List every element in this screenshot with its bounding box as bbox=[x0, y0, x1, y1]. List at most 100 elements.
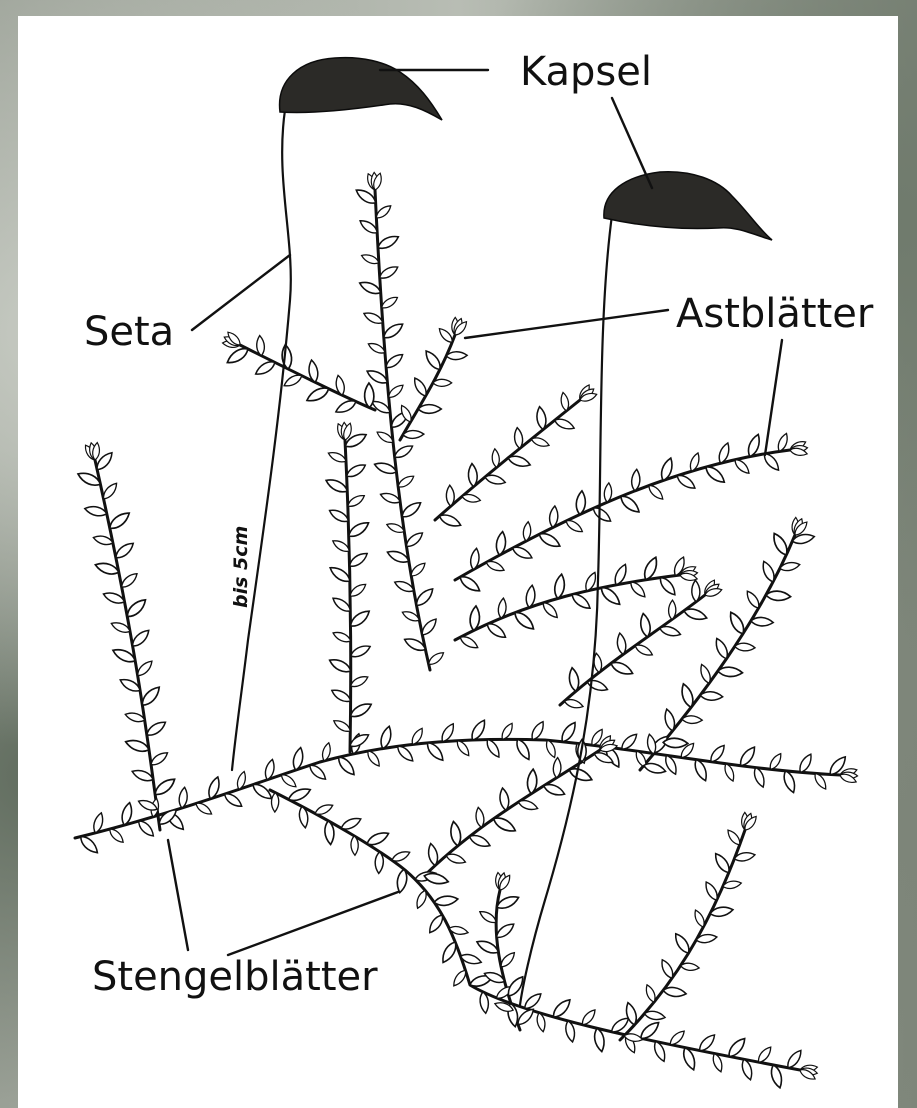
leaf bbox=[708, 743, 727, 764]
leaf bbox=[567, 766, 593, 784]
leaf bbox=[639, 613, 652, 638]
leaf bbox=[287, 786, 312, 804]
leaf bbox=[644, 1010, 666, 1022]
leaf bbox=[564, 518, 584, 535]
leaf bbox=[609, 659, 634, 677]
leaf bbox=[760, 560, 777, 584]
leaf bbox=[703, 880, 720, 902]
leaf bbox=[458, 573, 483, 594]
leaf bbox=[404, 530, 425, 549]
leaf bbox=[400, 499, 424, 520]
leaf bbox=[535, 406, 547, 430]
leaf bbox=[365, 749, 382, 768]
leaf bbox=[553, 417, 575, 432]
leaf bbox=[644, 983, 658, 1003]
label-seta: Seta bbox=[84, 309, 174, 355]
diagonal-branch bbox=[435, 400, 580, 520]
leaf bbox=[663, 986, 687, 998]
leaf bbox=[345, 462, 368, 480]
leaf bbox=[675, 472, 697, 491]
leaf bbox=[634, 642, 654, 658]
leaf bbox=[663, 738, 688, 748]
leaf bbox=[712, 851, 732, 875]
leaf bbox=[542, 782, 566, 798]
leaf bbox=[107, 509, 132, 531]
label-stengelblaetter: Stengelblätter bbox=[92, 954, 378, 1000]
leaf bbox=[393, 443, 415, 461]
seta-leader bbox=[192, 255, 290, 330]
leaf bbox=[340, 815, 363, 832]
leaf bbox=[491, 815, 517, 835]
leaf bbox=[692, 909, 706, 929]
leaf bbox=[568, 667, 581, 692]
leaf bbox=[119, 571, 139, 590]
leaf bbox=[511, 544, 534, 561]
leaf bbox=[797, 752, 814, 774]
right-capsule bbox=[604, 172, 772, 240]
leaf bbox=[785, 1048, 804, 1070]
leaf bbox=[427, 650, 446, 667]
astblaetter-leader-left bbox=[465, 310, 668, 338]
leaf bbox=[395, 868, 408, 893]
leaf bbox=[336, 754, 358, 777]
leaf bbox=[396, 473, 415, 489]
leaf bbox=[426, 913, 445, 935]
leaf bbox=[446, 485, 455, 506]
leaf bbox=[659, 958, 676, 980]
leaf bbox=[485, 621, 508, 641]
leaf bbox=[328, 656, 353, 675]
leaf bbox=[149, 750, 170, 768]
leaf bbox=[485, 559, 506, 574]
leaf bbox=[727, 610, 747, 636]
leaf bbox=[691, 580, 700, 602]
leaf bbox=[598, 584, 622, 607]
leaf bbox=[411, 376, 429, 398]
leaf bbox=[427, 843, 440, 867]
leaf bbox=[498, 787, 510, 810]
leaf bbox=[107, 827, 125, 845]
leaf bbox=[698, 663, 713, 685]
leaf bbox=[580, 1008, 598, 1027]
leaf bbox=[618, 493, 642, 515]
leaf bbox=[733, 457, 752, 476]
leaf bbox=[101, 481, 120, 501]
leaf bbox=[737, 745, 758, 769]
leaf bbox=[672, 931, 692, 955]
leaf bbox=[136, 818, 156, 838]
leaf bbox=[657, 575, 678, 598]
leaf bbox=[376, 233, 400, 252]
leaf bbox=[419, 617, 439, 638]
leaf bbox=[145, 719, 168, 739]
leaf bbox=[130, 627, 152, 649]
leaf bbox=[433, 379, 452, 386]
stengelblaetter-leader-left bbox=[168, 840, 188, 950]
leaf bbox=[616, 632, 627, 655]
leaf bbox=[725, 828, 742, 847]
leaf bbox=[491, 448, 500, 467]
right-seta bbox=[520, 215, 612, 1005]
leaf bbox=[418, 405, 441, 414]
main-stem bbox=[75, 739, 840, 838]
leaf bbox=[113, 540, 136, 561]
leaf bbox=[194, 801, 213, 817]
leaf bbox=[423, 348, 444, 372]
leaf bbox=[570, 591, 593, 611]
leaf bbox=[537, 530, 562, 550]
leaf bbox=[438, 512, 463, 529]
leaf bbox=[703, 464, 727, 486]
leaf bbox=[768, 752, 784, 771]
leaf bbox=[307, 762, 328, 782]
leaf bbox=[222, 791, 244, 810]
leaf bbox=[513, 427, 523, 449]
left-seta bbox=[232, 110, 291, 770]
leaf bbox=[682, 715, 703, 724]
kapsel-leader-right bbox=[612, 98, 652, 188]
leaf bbox=[365, 829, 390, 847]
leaf bbox=[279, 772, 298, 789]
leaf bbox=[391, 849, 412, 864]
leaf bbox=[305, 385, 331, 405]
leaf bbox=[522, 991, 543, 1011]
leaf bbox=[468, 833, 492, 850]
leaf bbox=[78, 833, 101, 855]
